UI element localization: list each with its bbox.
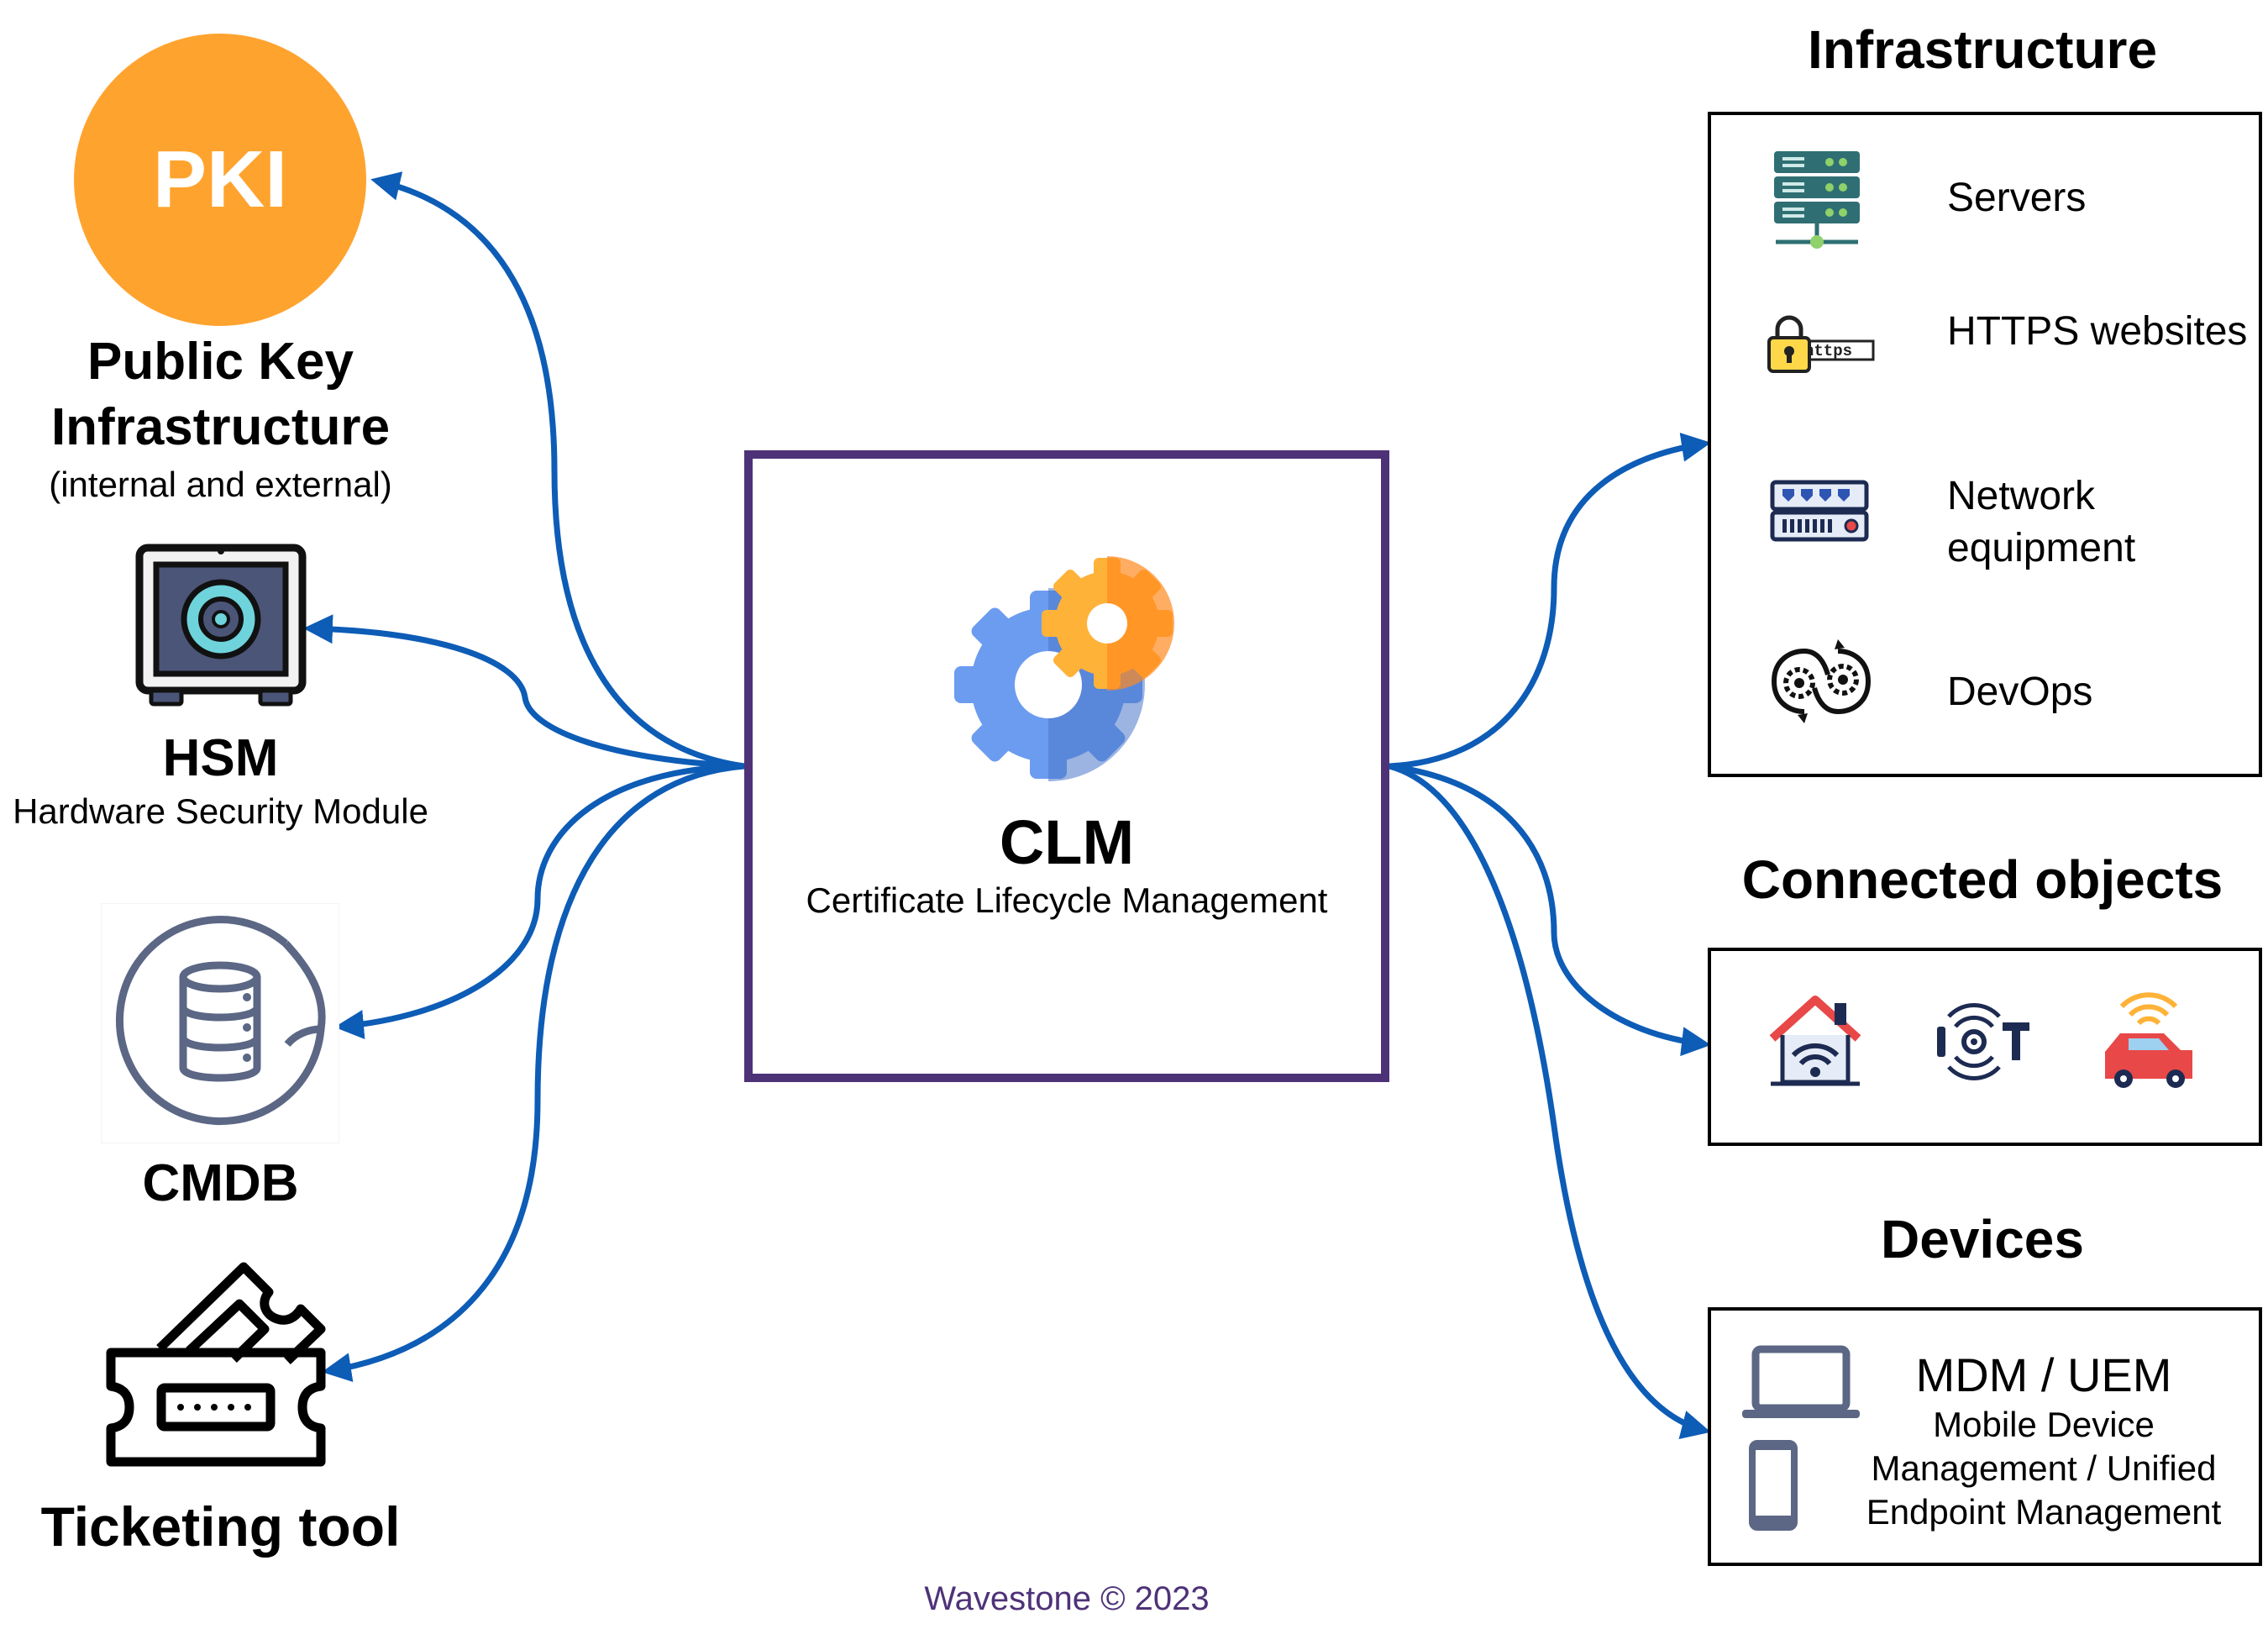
arrow-clm-to-infrastructure <box>1389 432 1711 770</box>
connected-objects-box <box>1708 948 2262 1146</box>
devices-box <box>1708 1307 2262 1566</box>
connected-car-icon <box>2105 992 2192 1088</box>
mdm-uem-title: MDM / UEM <box>1915 1348 2172 1401</box>
pki-subtitle: (internal and external) <box>49 465 392 504</box>
arrow-clm-to-connected-objects <box>1389 763 1711 1057</box>
connected-objects-title: Connected objects <box>1741 849 2223 910</box>
arrow-clm-to-ticketing <box>322 763 745 1382</box>
svg-text:https: https <box>1804 342 1852 360</box>
ticket-icon <box>106 1262 326 1467</box>
pki-icon: PKI <box>74 34 366 326</box>
clm-subtitle: Certificate Lifecycle Management <box>806 880 1328 920</box>
laptop-icon <box>1742 1345 1860 1418</box>
network-equipment-label: Network equipment <box>1947 474 2136 570</box>
devops-gears-icon <box>1772 639 1871 723</box>
infrastructure-title: Infrastructure <box>1807 19 2158 80</box>
devices-title: Devices <box>1881 1209 2084 1269</box>
pki-title: Public Key Infrastructure <box>50 333 391 456</box>
iot-icon <box>1937 1003 2029 1080</box>
ticketing-title: Ticketing tool <box>40 1495 401 1558</box>
clm-box <box>744 450 1389 1082</box>
https-websites-label: HTTPS websites <box>1947 309 2248 354</box>
smartphone-icon <box>1749 1440 1798 1531</box>
arrow-clm-to-cmdb <box>334 763 745 1039</box>
devops-label: DevOps <box>1947 670 2093 714</box>
https-lock-icon: https <box>1767 315 1875 373</box>
arrow-clm-to-pki <box>370 171 745 770</box>
server-icon <box>1774 151 1860 249</box>
mdm-uem-subtitle: Mobile Device Management / Unified Endpo… <box>1866 1405 2222 1532</box>
smart-home-icon <box>1769 996 1861 1086</box>
infrastructure-box <box>1708 112 2262 777</box>
database-icon <box>101 903 339 1143</box>
hsm-subtitle: Hardware Security Module <box>13 791 428 831</box>
gears-icon <box>954 556 1174 781</box>
copyright-footer: Wavestone © 2023 <box>924 1580 1210 1617</box>
safe-vault-icon <box>135 544 307 707</box>
servers-label: Servers <box>1947 176 2087 220</box>
arrow-clm-to-hsm <box>303 614 745 770</box>
hsm-title: HSM <box>162 729 279 787</box>
clm-title: CLM <box>999 807 1135 877</box>
network-switch-icon <box>1770 480 1869 542</box>
cmdb-title: CMDB <box>142 1154 299 1212</box>
arrow-clm-to-devices <box>1389 763 1711 1439</box>
